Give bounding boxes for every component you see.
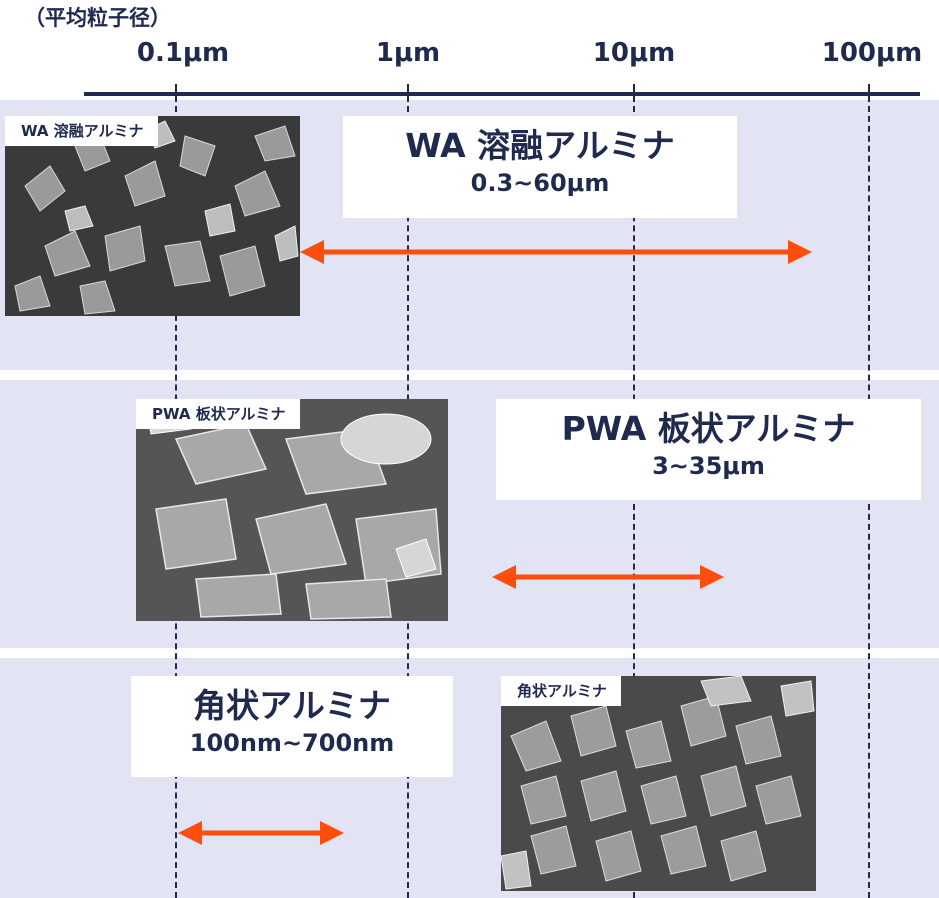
angular-range: 100nm~700nm [189, 729, 395, 757]
wa-label-box: WA 溶融アルミナ 0.3~60μm [343, 116, 737, 218]
tick-label-0-1um: 0.1μm [136, 38, 230, 68]
pwa-title: PWA 板状アルミナ [561, 409, 856, 448]
pwa-photo-tag: PWA 板状アルミナ [136, 399, 300, 429]
tick-mark [868, 84, 870, 96]
pwa-range-arrow [492, 565, 724, 589]
pwa-label-box: PWA 板状アルミナ 3~35μm [496, 399, 921, 500]
pwa-range: 3~35μm [652, 452, 765, 480]
wa-range-arrow [300, 240, 812, 264]
wa-sem-photo: WA 溶融アルミナ [5, 116, 300, 316]
angular-sem-photo: 角状アルミナ [501, 676, 816, 891]
wa-title: WA 溶融アルミナ [405, 126, 675, 165]
tick-mark [175, 84, 177, 96]
angular-label-box: 角状アルミナ 100nm~700nm [131, 676, 453, 777]
axis-line [84, 92, 920, 96]
tick-label-1um: 1μm [375, 38, 441, 68]
tick-mark [633, 84, 635, 96]
axis-caption: （平均粒子径） [24, 6, 171, 30]
angular-title: 角状アルミナ [193, 686, 391, 725]
tick-label-100um: 100μm [821, 38, 923, 68]
angular-range-arrow [178, 821, 344, 845]
tick-label-10um: 10μm [592, 38, 676, 68]
wa-range: 0.3~60μm [470, 169, 610, 197]
angular-photo-tag: 角状アルミナ [501, 676, 621, 706]
pwa-sem-photo: PWA 板状アルミナ [136, 399, 448, 621]
tick-mark [407, 84, 409, 96]
wa-photo-tag: WA 溶融アルミナ [5, 116, 158, 146]
